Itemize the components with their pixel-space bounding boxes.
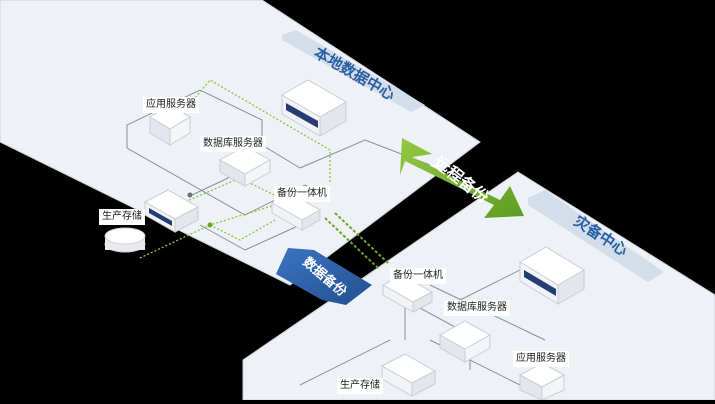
label-backup-appliance: 备份一体机	[274, 186, 330, 202]
primary-site-title-band	[282, 30, 425, 112]
label-remote-backup-appliance: 备份一体机	[390, 268, 446, 284]
remote-rack-server-device	[519, 246, 585, 305]
db-server-device	[218, 145, 272, 187]
remote-app-server-device	[518, 362, 566, 401]
label-app-server: 应用服务器	[143, 97, 199, 113]
backup-site-title-band	[528, 190, 664, 282]
rack-server-device	[281, 79, 347, 137]
label-remote-db-server: 数据库服务器	[444, 300, 510, 316]
remote-production-storage-device	[380, 353, 437, 397]
appliance-link	[324, 212, 389, 269]
label-remote-production-storage: 生产存储	[337, 378, 383, 394]
remote-backup-label: 远程备份	[430, 152, 493, 207]
label-db-server: 数据库服务器	[200, 136, 266, 152]
production-storage-device	[104, 189, 200, 253]
remote-db-server-device	[438, 320, 492, 363]
label-remote-app-server: 应用服务器	[513, 351, 569, 367]
label-production-storage: 生产存储	[99, 209, 145, 225]
